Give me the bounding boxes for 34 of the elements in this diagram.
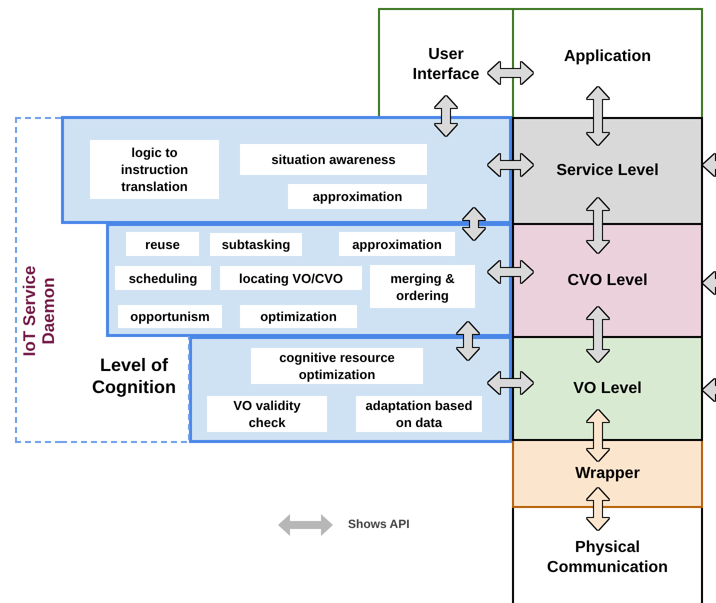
function-box: merging & ordering [370, 265, 475, 308]
cognition-panel [106, 223, 512, 337]
function-box: approximation [339, 232, 455, 256]
layer-box: Wrapper [512, 441, 703, 508]
double-arrow [703, 379, 716, 401]
function-box: opportunism [118, 305, 222, 328]
function-box: cognitive resource optimization [251, 348, 423, 384]
function-box: locating VO/CVO [220, 266, 362, 290]
cognition-panel [189, 336, 512, 443]
double-arrow [703, 154, 716, 176]
double-arrow [488, 261, 533, 283]
layer-box: VO Level [512, 338, 703, 441]
function-box: adaptation based on data [356, 396, 482, 432]
section-label: Level of Cognition [91, 354, 177, 398]
layer-box: CVO Level [512, 225, 703, 338]
double-arrow [435, 96, 457, 136]
double-arrow [463, 208, 485, 240]
function-box: situation awareness [240, 144, 427, 175]
function-box: approximation [288, 184, 427, 209]
legend-text: Shows API [348, 517, 410, 531]
layer-box: Physical Communication [512, 508, 703, 603]
function-box: scheduling [115, 266, 211, 290]
double-arrow [488, 62, 533, 84]
function-box: logic to instruction translation [90, 140, 219, 199]
double-arrow [488, 372, 533, 394]
double-arrow [587, 307, 609, 362]
double-arrow [457, 322, 479, 360]
double-arrow [703, 272, 716, 294]
function-box: VO validity check [207, 396, 327, 432]
function-box: optimization [240, 305, 357, 328]
cognition-panel [61, 116, 512, 224]
function-box: subtasking [210, 233, 302, 256]
function-box: reuse [126, 232, 199, 256]
layer-box: Service Level [512, 117, 703, 225]
